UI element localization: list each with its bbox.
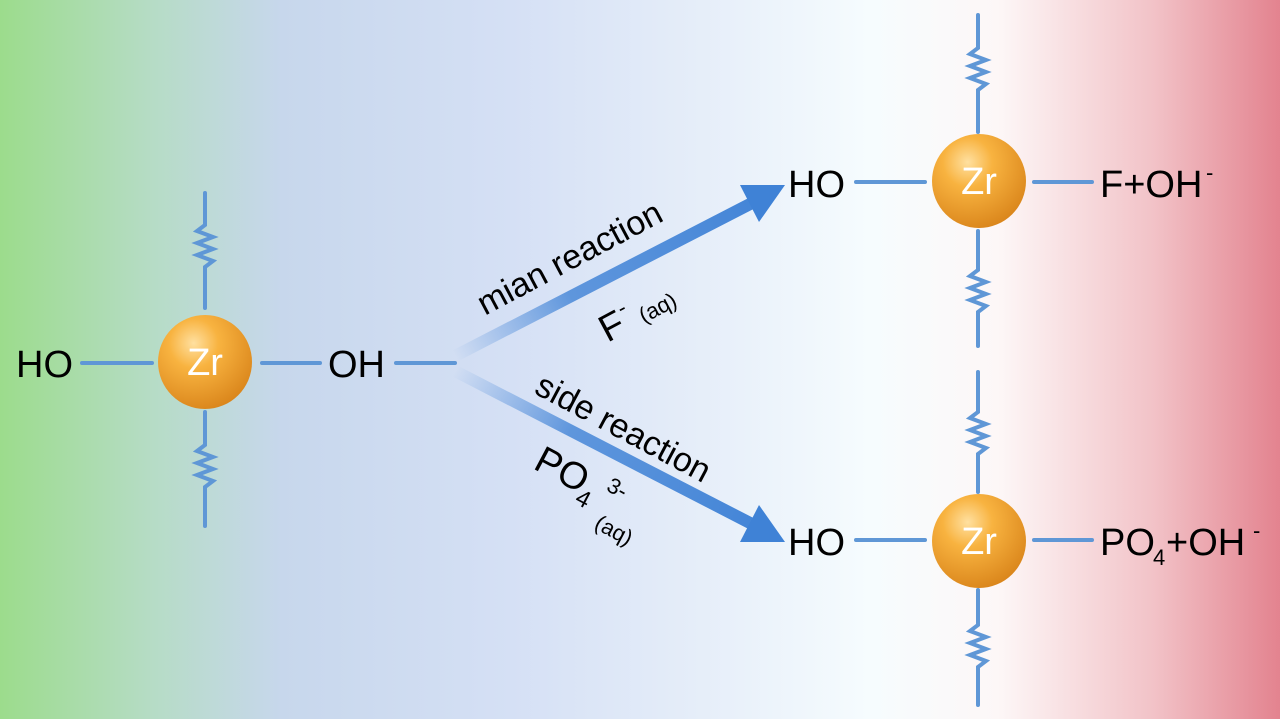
- reactant-bottom-chain: [191, 410, 219, 528]
- side-product-group: Zr HO PO 4 +OH -: [788, 370, 1260, 707]
- side-arrow-head: [740, 505, 785, 542]
- side-product-charge: -: [1253, 518, 1260, 543]
- main-product-top-chain: [964, 13, 992, 134]
- side-product-zr-atom: [932, 494, 1026, 588]
- side-product-right-group-a: PO: [1100, 522, 1155, 564]
- main-product-group: Zr HO F+OH -: [788, 13, 1213, 348]
- side-reagent-charge: 3-: [603, 472, 632, 503]
- side-reagent-phase: (aq): [591, 510, 637, 550]
- reactant-zr-atom: [158, 315, 252, 409]
- main-arrow-head: [740, 185, 785, 222]
- reactant-zr-label: Zr: [187, 342, 223, 384]
- reactant-right-group: OH: [328, 344, 385, 386]
- main-product-left-group: HO: [788, 164, 845, 206]
- main-product-zr-atom: [932, 134, 1026, 228]
- main-product-charge: -: [1206, 160, 1213, 185]
- side-product-bottom-chain: [964, 588, 992, 707]
- main-reagent-phase: (aq): [635, 288, 681, 328]
- side-product-zr-label: Zr: [961, 521, 997, 563]
- side-product-sub: 4: [1153, 545, 1165, 570]
- main-reaction-arrow: [452, 185, 785, 362]
- reactant-top-chain: [191, 191, 219, 310]
- main-product-right-group: F+OH: [1100, 164, 1202, 206]
- side-product-left-group: HO: [788, 522, 845, 564]
- reactant-left-group: HO: [16, 344, 73, 386]
- side-product-right-group-b: +OH: [1166, 522, 1245, 564]
- side-product-top-chain: [964, 370, 992, 494]
- side-reaction-arrow: [452, 365, 785, 542]
- reactant-group: Zr HO OH: [16, 191, 457, 528]
- main-product-bottom-chain: [964, 229, 992, 348]
- main-product-zr-label: Zr: [961, 161, 997, 203]
